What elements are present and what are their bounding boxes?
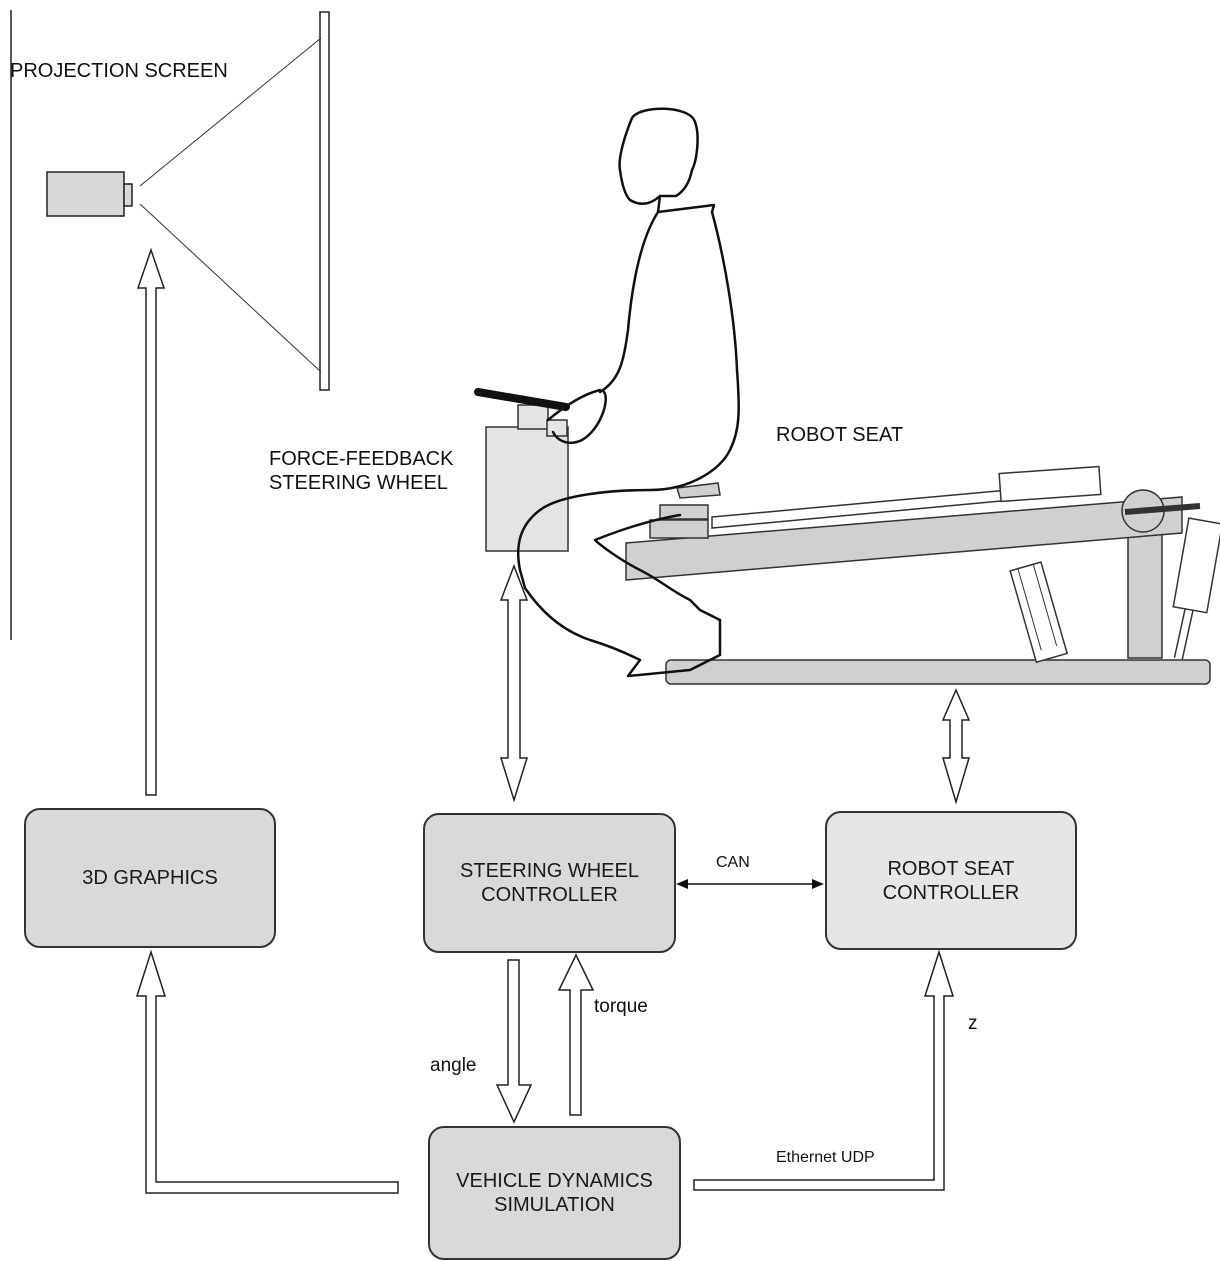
arrow-steering-bidirectional <box>499 563 529 803</box>
arrow-torque-up <box>557 953 595 1116</box>
arrow-can-link <box>676 879 824 889</box>
force-feedback-steering-unit <box>474 388 570 552</box>
arrow-dynamics-to-seat-controller <box>693 949 955 1191</box>
can-label: CAN <box>716 854 750 871</box>
force-feedback-label-line2: STEERING WHEEL <box>269 472 448 494</box>
projection-screen <box>319 11 330 391</box>
projection-beam-top <box>139 37 322 187</box>
projection-screen-label: PROJECTION SCREEN <box>10 60 228 82</box>
vehicle-dynamics-box: VEHICLE DYNAMICS SIMULATION <box>428 1126 681 1260</box>
angle-label: angle <box>430 1055 477 1076</box>
robot-seat-platform <box>625 465 1220 685</box>
force-feedback-label-line1: FORCE-FEEDBACK <box>269 448 454 470</box>
arrow-seat-bidirectional <box>941 688 971 805</box>
steering-controller-box: STEERING WHEEL CONTROLLER <box>423 813 676 953</box>
driver-figure <box>516 107 740 678</box>
ethernet-udp-label: Ethernet UDP <box>776 1149 875 1166</box>
arrow-graphics-to-projector <box>136 247 166 796</box>
projector-icon <box>46 171 133 217</box>
robot-seat-label: ROBOT SEAT <box>776 424 904 446</box>
z-label: z <box>968 1013 978 1034</box>
graphics-box: 3D GRAPHICS <box>24 808 276 948</box>
projection-beam-bottom <box>139 203 322 373</box>
arrow-dynamics-to-graphics <box>135 949 399 1194</box>
torque-label: torque <box>594 996 648 1017</box>
arrow-angle-down <box>495 959 533 1124</box>
seat-controller-box: ROBOT SEAT CONTROLLER <box>825 811 1077 950</box>
